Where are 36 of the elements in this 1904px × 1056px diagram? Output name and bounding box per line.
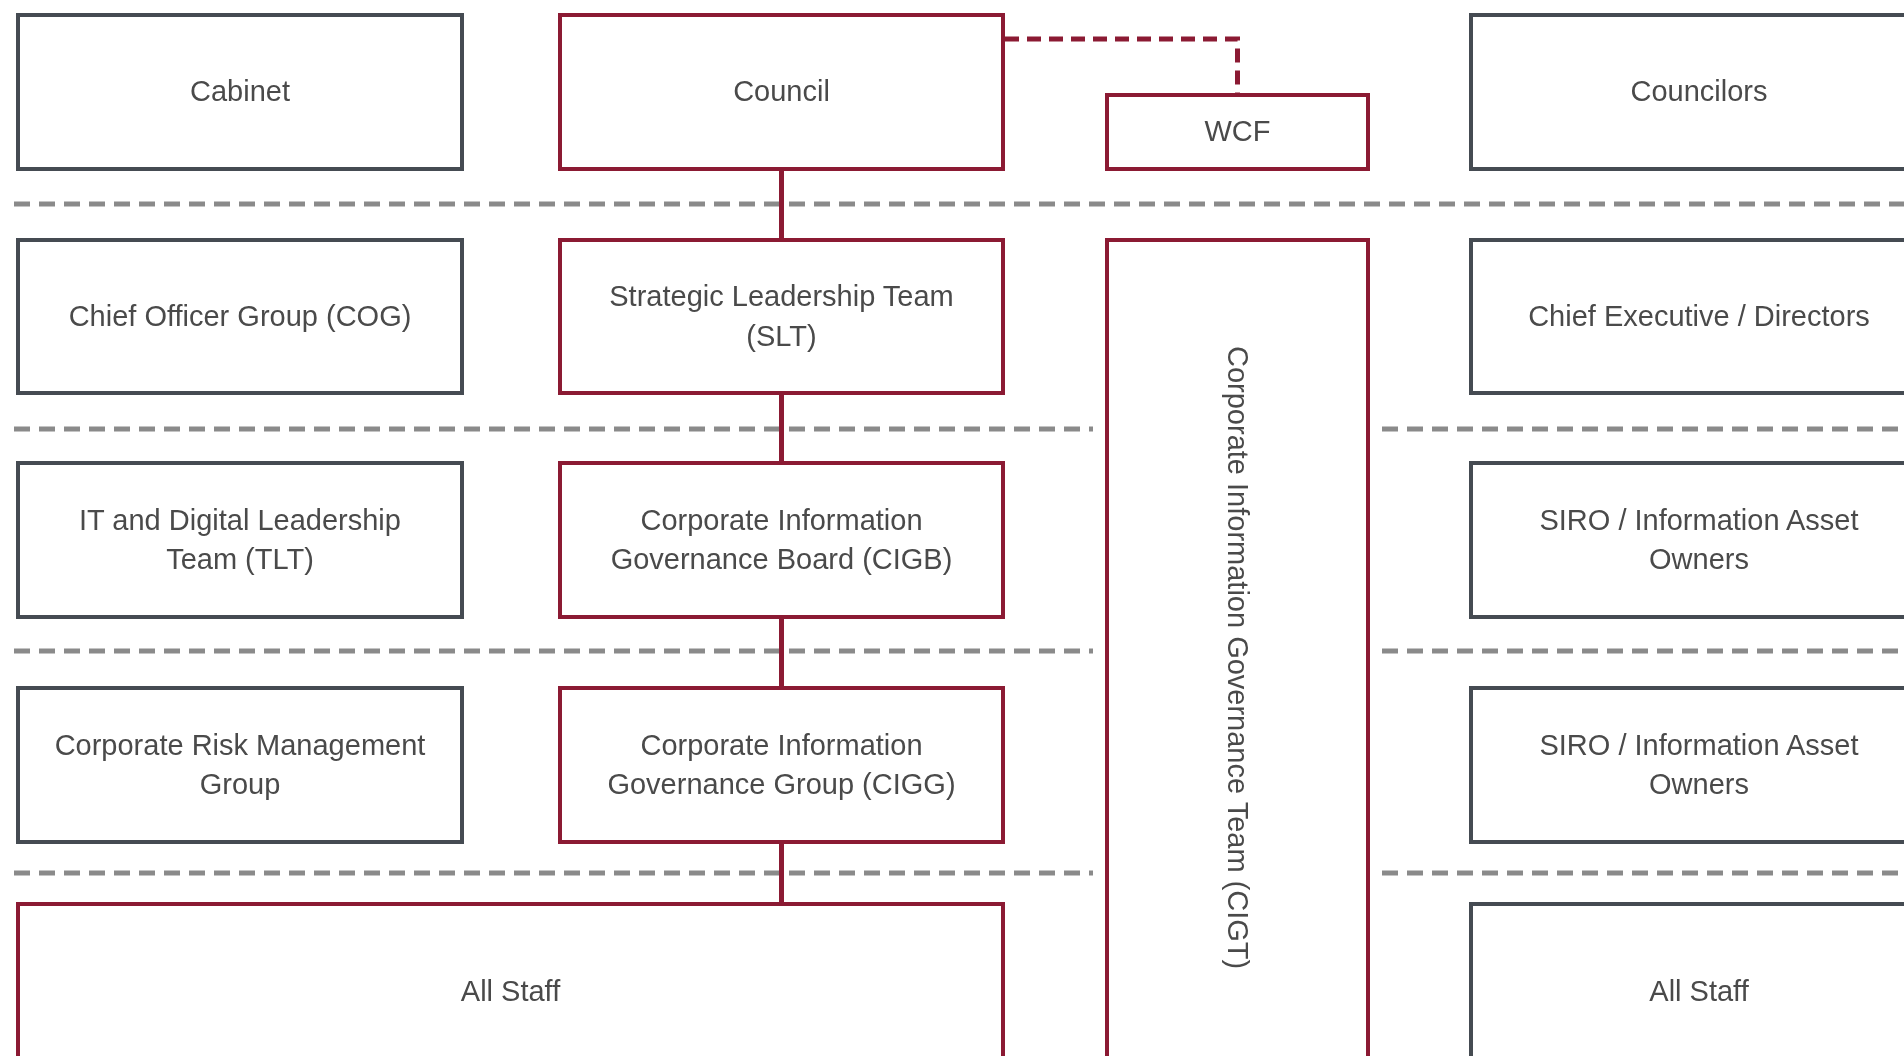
connector-line	[779, 395, 784, 461]
connector-line	[779, 171, 784, 238]
box-label: Council	[732, 74, 831, 110]
box-label: Corporate Information Governance Board (CIGB)	[609, 502, 954, 577]
org-box	[1105, 93, 1370, 171]
box-label: Corporate Information Governance Group (CIGG)	[606, 727, 957, 802]
box-label: Councilors	[1629, 74, 1769, 110]
box-label: Cabinet	[189, 74, 291, 110]
connector-line	[779, 619, 784, 686]
box-label: All Staff	[459, 974, 562, 1010]
org-box	[16, 13, 464, 171]
box-label: All Staff	[1648, 974, 1750, 1010]
org-box	[558, 13, 1005, 171]
org-box	[558, 461, 1005, 619]
org-box	[16, 238, 464, 395]
org-box	[1469, 13, 1904, 171]
org-box	[16, 686, 464, 844]
org-box	[1469, 238, 1904, 395]
box-label: IT and Digital Leadership Team (TLT)	[78, 502, 402, 577]
box-label: Chief Officer Group (COG)	[67, 298, 413, 334]
box-label: Strategic Leadership Team (SLT)	[608, 279, 955, 354]
org-box	[1469, 461, 1904, 619]
box-label: Corporate Risk Management Group	[53, 727, 427, 802]
org-box	[16, 461, 464, 619]
org-box	[1469, 686, 1904, 844]
vertical-team-box	[1105, 238, 1370, 1056]
box-label: SIRO / Information Asset Owners	[1538, 727, 1860, 802]
box-label: Corporate Information Governance Team (CIGT)	[1221, 346, 1256, 970]
org-box	[558, 686, 1005, 844]
org-box	[558, 238, 1005, 395]
connector-line	[779, 844, 784, 902]
box-label: Chief Executive / Directors	[1527, 298, 1871, 334]
box-label: WCF	[1203, 114, 1272, 150]
box-label: SIRO / Information Asset Owners	[1538, 502, 1860, 577]
org-box	[16, 902, 1005, 1056]
org-box	[1469, 902, 1904, 1056]
